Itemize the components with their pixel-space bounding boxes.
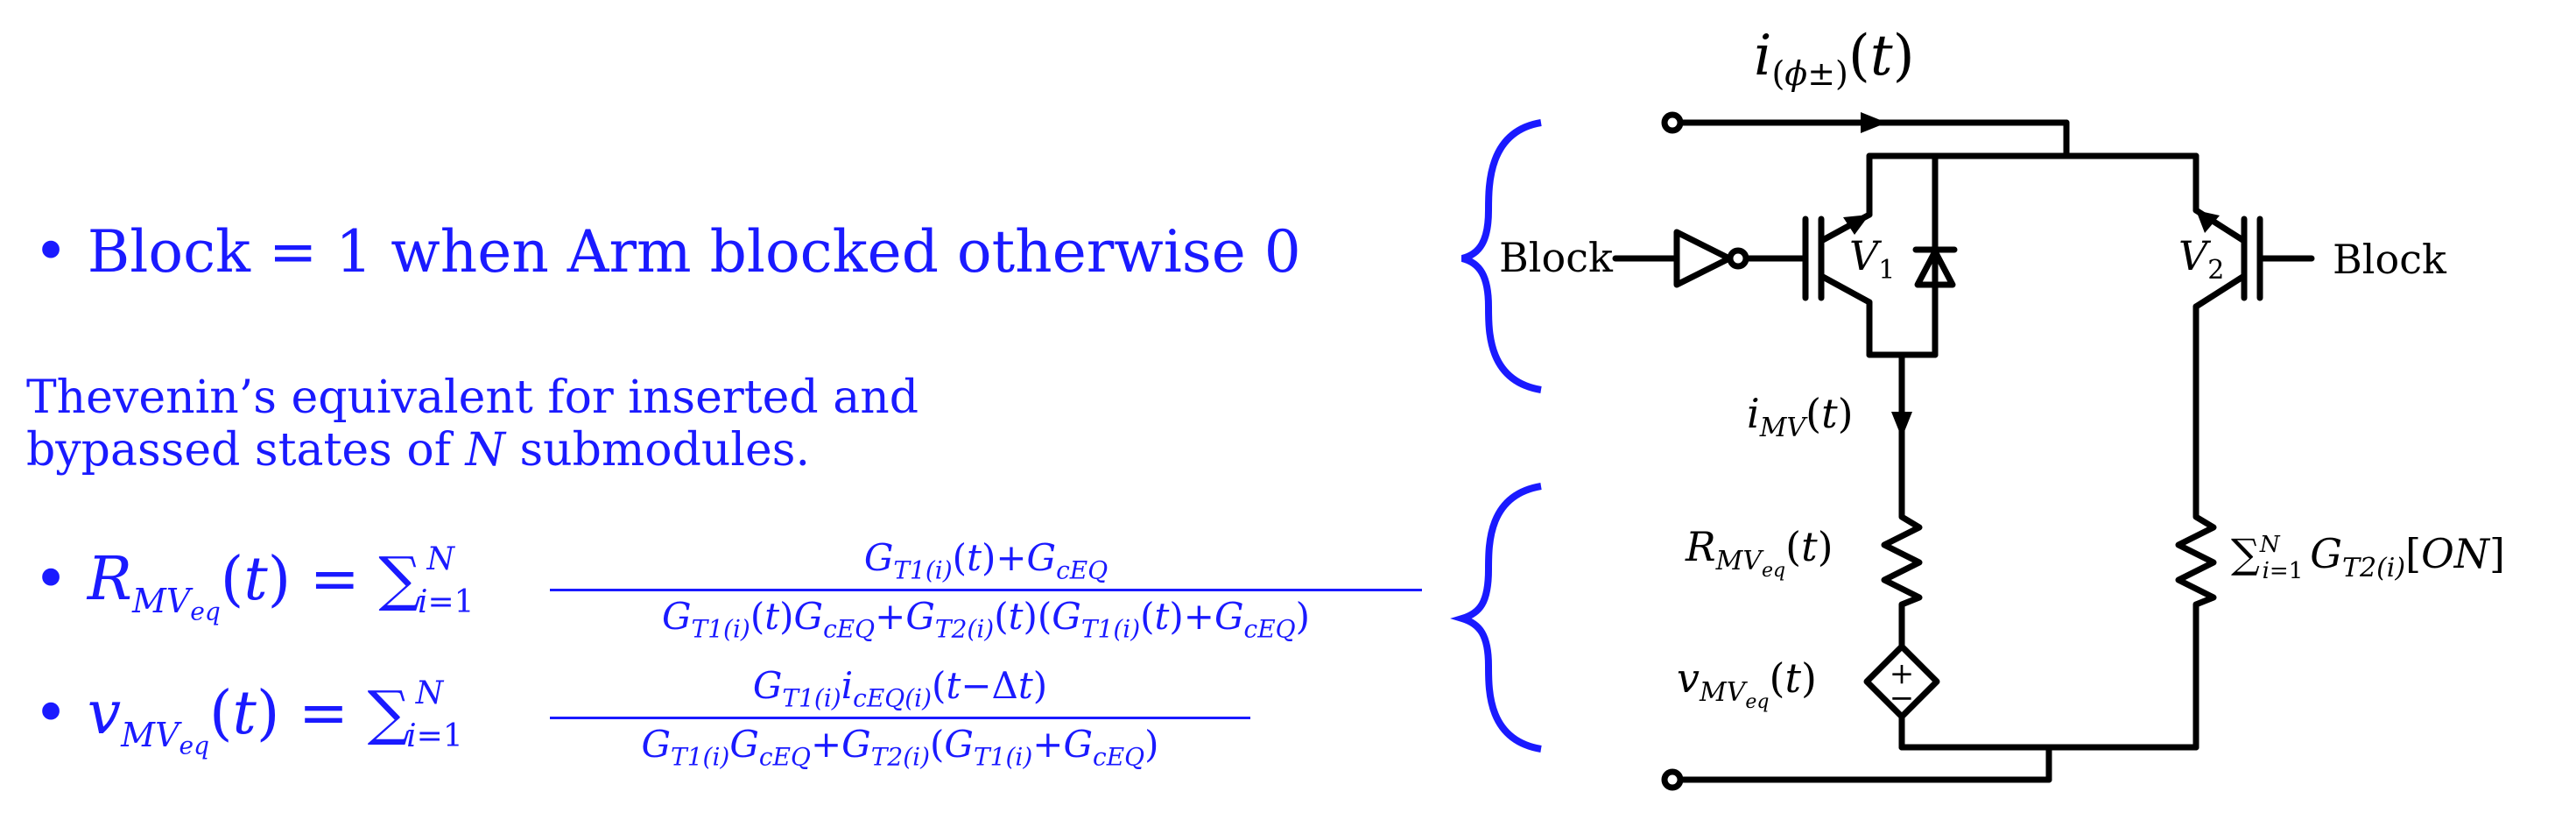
block-left-label: Block xyxy=(1499,234,1614,281)
block-right-label: Block xyxy=(2333,236,2447,283)
v-eq-lhs: • vMVeq(t) = ∑i=1N xyxy=(33,675,463,760)
v-eq-denominator: GT1(i)GcEQ+GT2(i)(GT1(i)+GcEQ) xyxy=(641,722,1159,772)
inverter-icon xyxy=(1673,229,1733,288)
v-eq-numerator: GT1(i)icEQ(i)(t−Δt) xyxy=(752,664,1048,713)
block-definition: • Block = 1 when Arm blocked otherwise 0 xyxy=(33,217,1301,286)
top-current-arrow xyxy=(1861,112,1887,133)
upper-brace xyxy=(1460,119,1542,393)
diode-icon xyxy=(1914,248,1956,288)
lower-brace xyxy=(1450,483,1542,753)
bottom-terminal xyxy=(1661,768,1684,791)
imv-arrow xyxy=(1891,412,1912,438)
thevenin-note: Thevenin’s equivalent for inserted and b… xyxy=(26,375,918,473)
v-eq-fraction-bar xyxy=(550,716,1250,719)
rmv-label: RMVeq(t) xyxy=(1685,523,1833,582)
r-eq-denominator: GT1(i)(t)GcEQ+GT2(i)(t)(GT1(i)(t)+GcEQ) xyxy=(661,594,1311,644)
block-definition-text: Block = 1 when Arm blocked otherwise 0 xyxy=(87,218,1301,286)
r-eq-fraction-bar xyxy=(550,588,1422,591)
v1-label: V1 xyxy=(1849,232,1895,286)
v2-label: V2 xyxy=(2178,232,2224,286)
bullet: • xyxy=(33,545,69,614)
resistor-rmv xyxy=(1881,505,1923,634)
svg-text:−: − xyxy=(1890,681,1915,716)
r-eq-fraction: GT1(i)(t)+GcEQ GT1(i)(t)GcEQ+GT2(i)(t)(G… xyxy=(550,536,1422,644)
thevenin-line-2: bypassed states of N submodules. xyxy=(26,424,810,477)
thevenin-line-1: Thevenin’s equivalent for inserted and xyxy=(26,371,918,424)
vmv-label: vMVeq(t) xyxy=(1677,654,1817,713)
imv-label: iMV(t) xyxy=(1747,390,1854,443)
bullet: • xyxy=(33,217,69,286)
r-eq-lhs: • RMVeq(t) = ∑i=1N xyxy=(33,541,475,626)
r-eq-numerator: GT1(i)(t)+GcEQ xyxy=(863,536,1109,585)
v1-emitter-arrow xyxy=(1843,215,1869,235)
resistor-gt2 xyxy=(2175,505,2217,751)
current-top-label: i(ϕ±)(t) xyxy=(1754,24,1915,93)
v2-emitter-arrow xyxy=(2196,210,2220,233)
svg-text:+: + xyxy=(1890,656,1915,691)
v-eq-fraction: GT1(i)icEQ(i)(t−Δt) GT1(i)GcEQ+GT2(i)(GT… xyxy=(550,664,1250,772)
bullet: • xyxy=(33,679,69,748)
